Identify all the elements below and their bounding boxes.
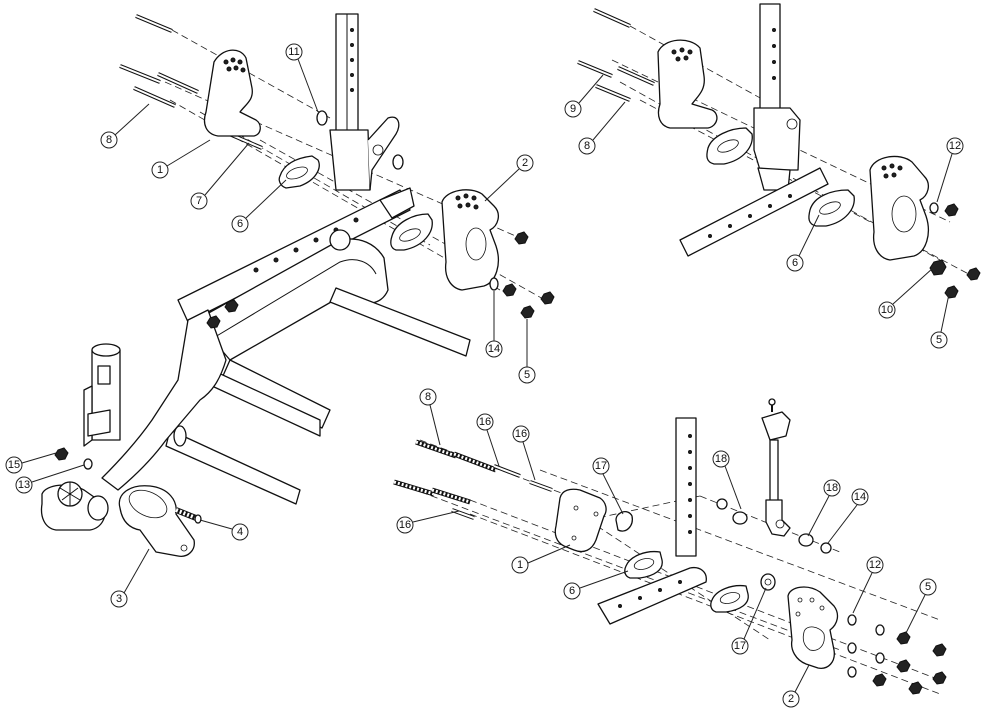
seat-post (329, 13, 400, 191)
clamp (118, 485, 195, 557)
callout-5: 5 (518, 319, 536, 384)
svg-text:18: 18 (826, 482, 838, 494)
svg-text:8: 8 (106, 134, 112, 146)
plate-holes (223, 57, 246, 73)
svg-text:3: 3 (116, 593, 122, 605)
svg-text:5: 5 (524, 369, 530, 381)
callout-14: 14 (485, 291, 503, 358)
callout-17: 17 (731, 587, 767, 655)
callout-2: 2 (484, 154, 534, 202)
callout-2: 2 (782, 664, 810, 708)
svg-text:11: 11 (288, 46, 299, 58)
left-assembly (40, 13, 555, 557)
right-top-assembly (577, 3, 981, 299)
bolt (174, 507, 202, 524)
svg-text:18: 18 (715, 453, 727, 465)
svg-text:8: 8 (425, 391, 431, 403)
callout-1: 1 (511, 544, 571, 574)
svg-text:16: 16 (479, 416, 491, 428)
callout-9: 9 (564, 74, 604, 118)
callout-5: 5 (905, 578, 937, 634)
svg-text:2: 2 (522, 157, 528, 169)
svg-text:9: 9 (570, 103, 576, 115)
callout-1: 1 (151, 139, 211, 179)
svg-text:16: 16 (515, 428, 527, 440)
svg-text:2: 2 (788, 693, 794, 705)
svg-text:1: 1 (157, 164, 163, 176)
callouts: 8 11 1 7 6 2 14 5 (5, 43, 964, 708)
svg-text:5: 5 (936, 334, 942, 346)
svg-text:6: 6 (569, 585, 575, 597)
callout-11: 11 (285, 43, 319, 113)
front-frame (83, 299, 239, 491)
br-nuts (847, 614, 947, 695)
svg-text:16: 16 (399, 519, 411, 531)
callout-6: 6 (786, 214, 820, 272)
svg-text:5: 5 (925, 581, 931, 593)
svg-text:14: 14 (854, 491, 866, 503)
callout-7: 7 (190, 142, 250, 210)
callout-17: 17 (592, 457, 624, 515)
callout-18: 18 (807, 479, 841, 537)
callout-10: 10 (878, 267, 934, 319)
svg-text:7: 7 (196, 195, 202, 207)
left-nuts (489, 231, 555, 319)
svg-text:13: 13 (18, 479, 30, 491)
callout-12: 12 (852, 556, 884, 614)
bracket-plate (203, 49, 261, 137)
svg-text:14: 14 (488, 343, 500, 355)
callout-6: 6 (231, 179, 287, 233)
frame-tube (177, 187, 415, 323)
callout-12: 12 (936, 137, 964, 203)
callout-16: 16 (512, 425, 536, 481)
callout-18: 18 (712, 450, 742, 510)
callout-15: 15 (5, 452, 57, 474)
br-post (675, 417, 697, 557)
callout-5: 5 (930, 293, 950, 349)
callout-13: 13 (15, 464, 85, 494)
svg-text:8: 8 (584, 140, 590, 152)
callout-8: 8 (100, 103, 150, 149)
svg-text:15: 15 (8, 459, 20, 471)
br-bolts (393, 439, 553, 520)
svg-text:10: 10 (881, 304, 893, 316)
callout-3: 3 (110, 548, 150, 608)
svg-text:1: 1 (517, 559, 523, 571)
callout-8: 8 (578, 101, 626, 155)
actuator (761, 398, 791, 537)
bottom-right-assembly (393, 398, 947, 695)
plate-square (554, 488, 607, 553)
callout-6: 6 (563, 570, 629, 600)
caster-housing (40, 481, 109, 531)
callout-8: 8 (419, 388, 441, 446)
left-bolts (119, 14, 263, 150)
svg-text:17: 17 (595, 460, 607, 472)
washer (316, 110, 328, 126)
svg-text:12: 12 (949, 140, 961, 152)
side-frame (165, 229, 471, 505)
callout-4: 4 (199, 519, 249, 541)
svg-text:6: 6 (792, 257, 798, 269)
callout-16: 16 (476, 413, 500, 467)
svg-text:6: 6 (237, 218, 243, 230)
callout-16: 16 (396, 510, 460, 534)
svg-text:4: 4 (237, 526, 243, 538)
svg-text:17: 17 (734, 640, 746, 652)
svg-text:12: 12 (869, 559, 881, 571)
callout-14: 14 (827, 488, 869, 544)
rt-post (753, 3, 801, 191)
br-dashed-lines (399, 439, 941, 695)
